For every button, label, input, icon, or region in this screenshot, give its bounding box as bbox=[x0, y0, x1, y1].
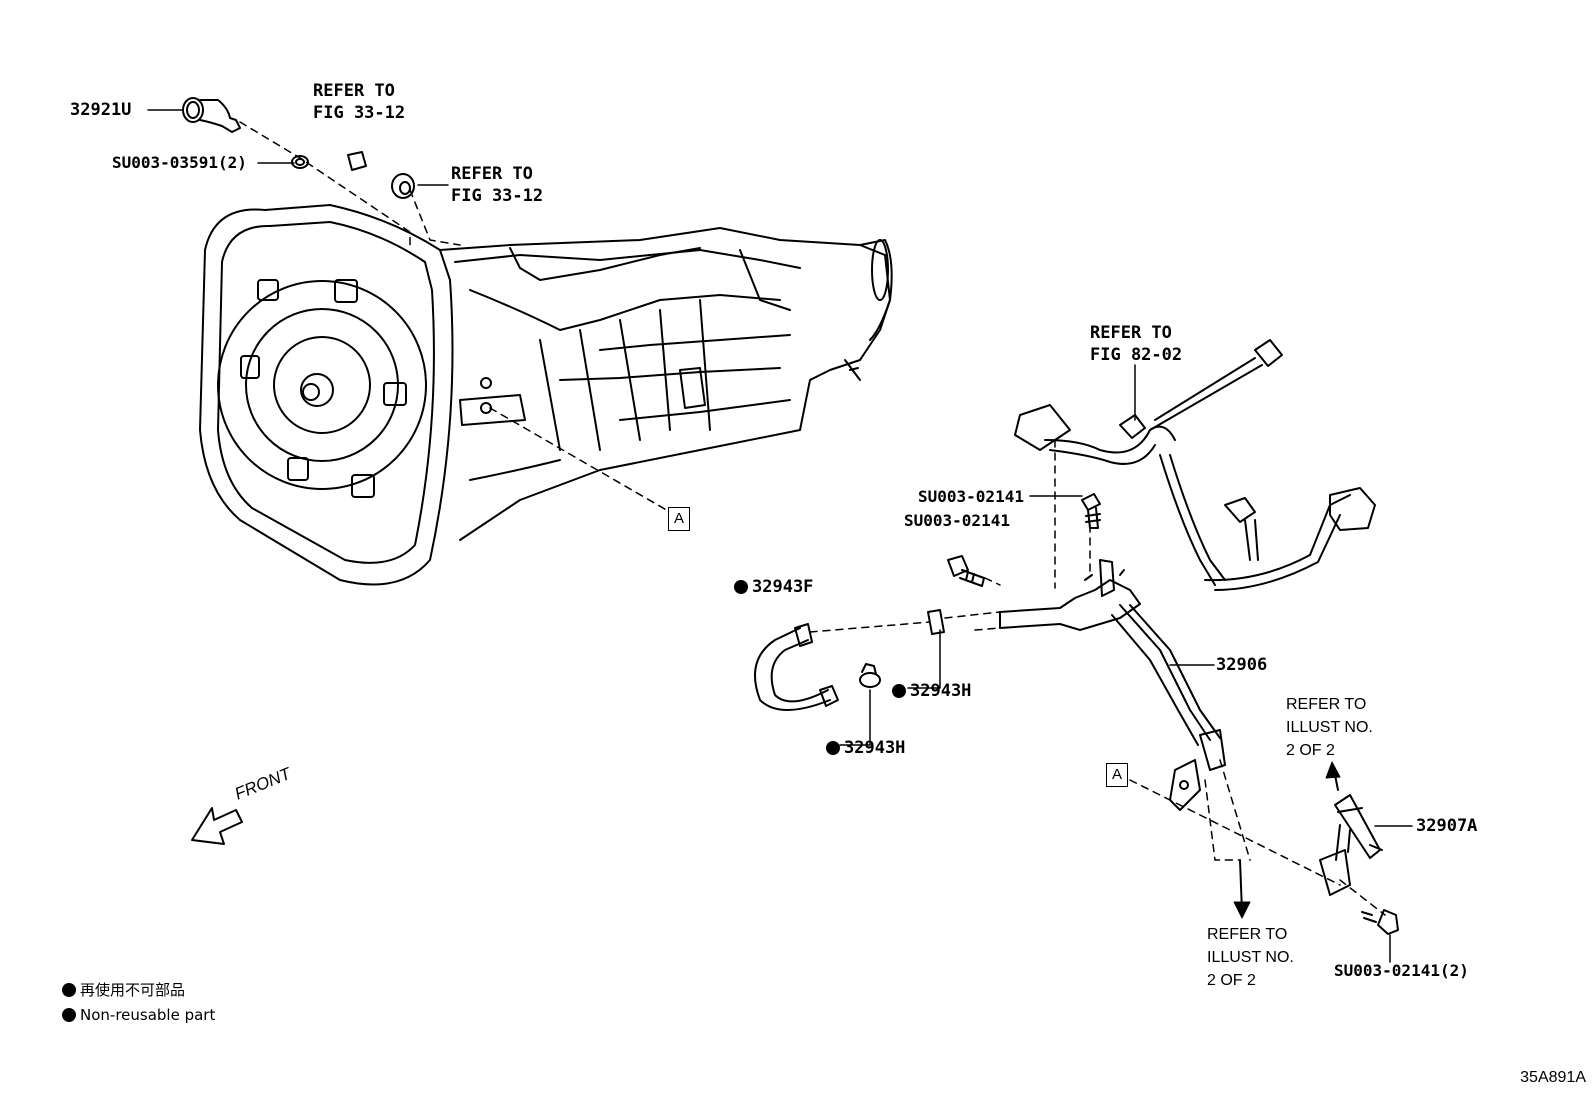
non-reusable-dot-icon bbox=[62, 983, 76, 997]
part-label-32943H[interactable]: 32943H bbox=[892, 680, 971, 702]
union-fitting-32921U bbox=[182, 97, 241, 133]
hose-clamp-icon bbox=[859, 663, 881, 688]
part-label-su003-02141[interactable]: SU003-02141 bbox=[904, 511, 1010, 530]
bolt-icon bbox=[1361, 909, 1399, 935]
refer-illust-label[interactable]: REFER TO ILLUST NO. 2 OF 2 bbox=[1207, 926, 1294, 989]
non-reusable-dot-icon bbox=[826, 741, 840, 755]
part-label-su003-02141[interactable]: SU003-02141 bbox=[918, 487, 1024, 506]
part-label-32943F[interactable]: 32943F bbox=[734, 576, 813, 598]
reference-marker-a: A bbox=[668, 507, 690, 531]
bolt-icon bbox=[947, 555, 985, 587]
legend-en: Non-reusable part bbox=[62, 1005, 215, 1025]
tube-32907A bbox=[1319, 794, 1383, 896]
part-label-32921U[interactable]: 32921U bbox=[70, 100, 132, 120]
gasket-icon bbox=[291, 155, 309, 169]
part-label-32943H[interactable]: 32943H bbox=[826, 737, 905, 759]
tube-assembly-32906 bbox=[999, 559, 1226, 811]
transmission-illustration bbox=[199, 204, 893, 586]
part-label-su003-03591[interactable]: SU003-03591(2) bbox=[112, 153, 247, 172]
figure-code: 35A891A bbox=[1520, 1069, 1586, 1086]
hose-32943F bbox=[754, 623, 839, 711]
refer-fig-33-12-label[interactable]: REFER TO FIG 33-12 bbox=[313, 81, 406, 123]
wire-harness bbox=[1014, 339, 1376, 591]
reference-marker-a: A bbox=[1106, 763, 1128, 787]
refer-illust-label[interactable]: REFER TO ILLUST NO. 2 OF 2 bbox=[1286, 696, 1373, 759]
non-reusable-dot-icon bbox=[892, 684, 906, 698]
part-label-32907A[interactable]: 32907A bbox=[1416, 816, 1478, 836]
non-reusable-dot-icon bbox=[62, 1008, 76, 1022]
plug-icon bbox=[347, 151, 367, 171]
non-reusable-dot-icon bbox=[734, 580, 748, 594]
part-label-su003-02141-2[interactable]: SU003-02141(2) bbox=[1334, 961, 1469, 980]
bolt-icon bbox=[1081, 493, 1101, 529]
front-arrow-icon bbox=[191, 807, 243, 845]
grommet-icon bbox=[391, 173, 415, 199]
legend-jp: 再使用不可部品 bbox=[62, 980, 185, 1000]
refer-fig-82-02-label[interactable]: REFER TO FIG 82-02 bbox=[1090, 323, 1183, 365]
clip-icon bbox=[927, 609, 945, 635]
refer-fig-33-12-label[interactable]: REFER TO FIG 33-12 bbox=[451, 164, 544, 206]
part-label-32906[interactable]: 32906 bbox=[1216, 655, 1268, 675]
